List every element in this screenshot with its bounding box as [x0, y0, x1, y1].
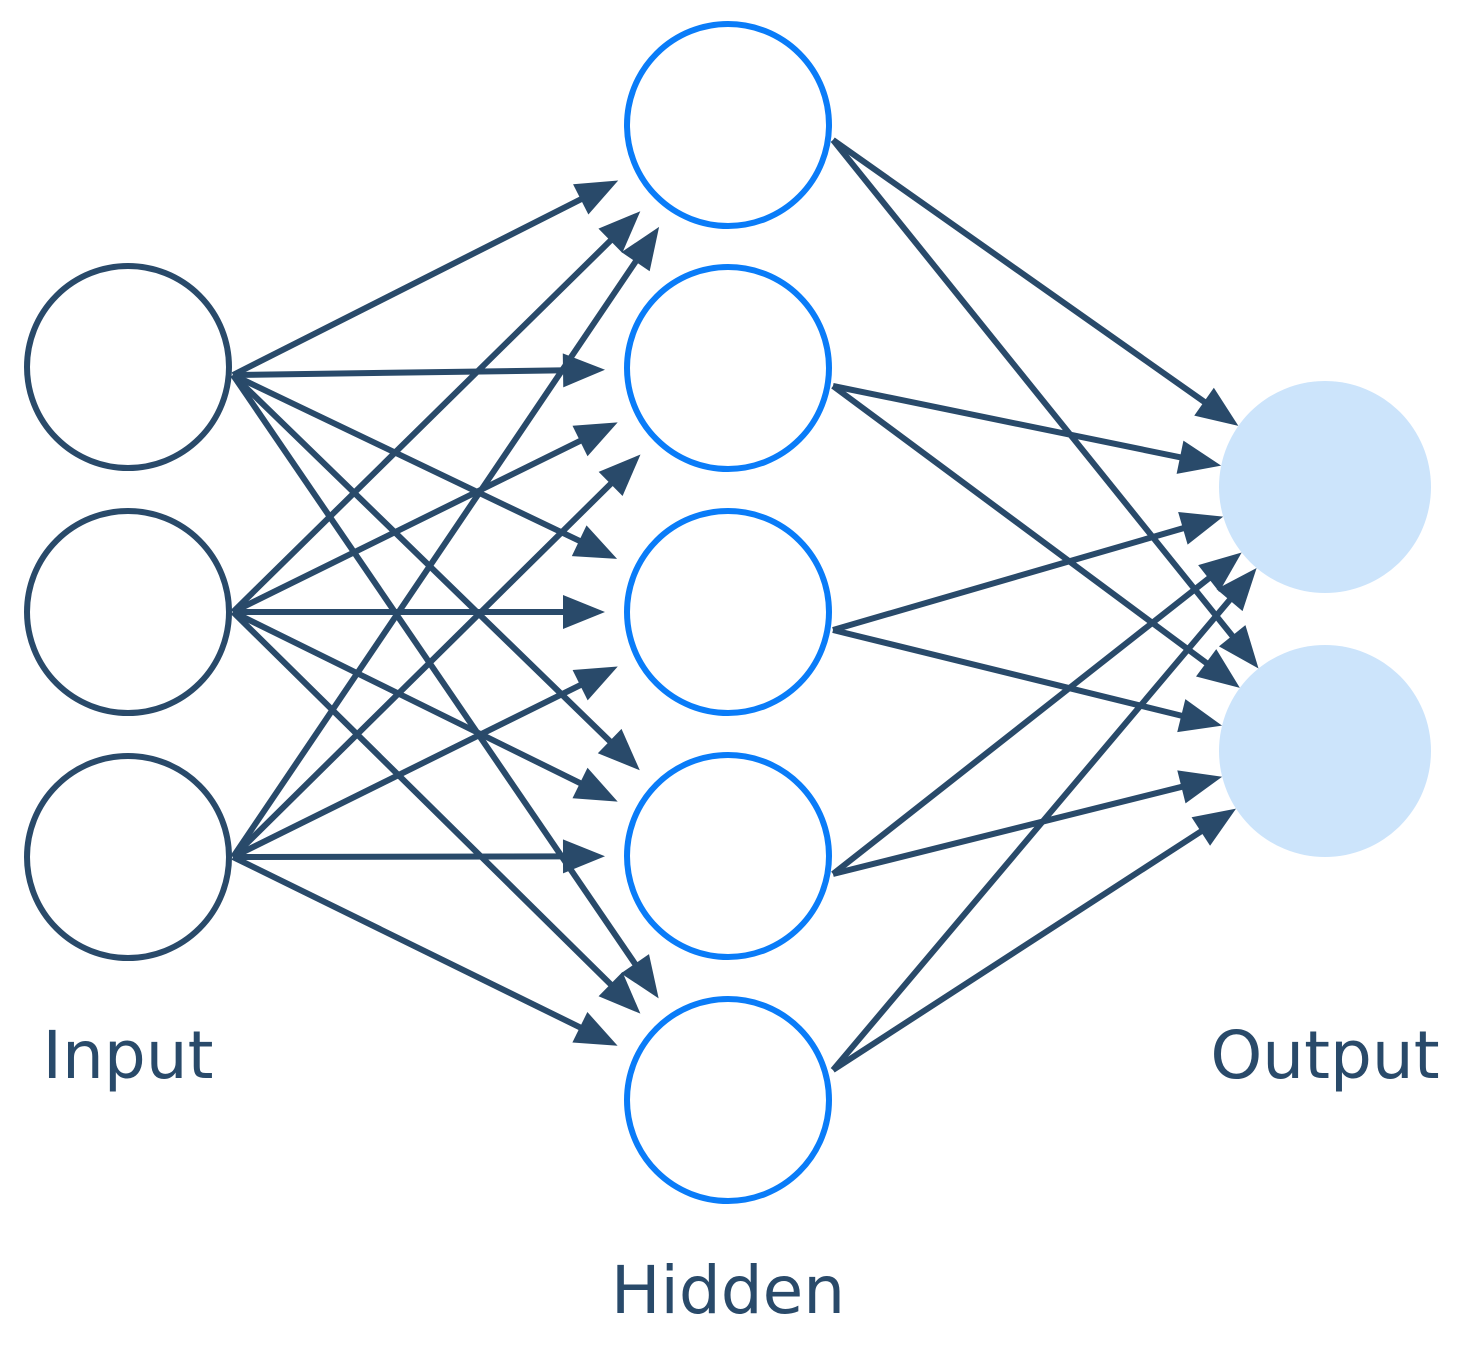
edge-input1-hidden5-arrowhead-icon [620, 954, 659, 999]
edge-input3-hidden3-line [231, 680, 586, 860]
hidden-node-3 [624, 508, 832, 716]
edge-input2-hidden1-line [230, 235, 616, 615]
hidden-node-2 [624, 264, 832, 472]
edge-input1-hidden1-line [231, 194, 586, 378]
edge-input2-hidden4-line [231, 609, 585, 788]
edge-input3-hidden4-line [232, 853, 568, 860]
edge-hidden5-output1-line [830, 595, 1235, 1072]
edge-hidden1-output2-line [830, 138, 1238, 641]
edge-input2-hidden5-arrowhead-icon [598, 972, 641, 1014]
input-node-2 [24, 508, 232, 716]
edge-hidden2-output2-arrowhead-icon [1196, 649, 1240, 688]
edge-hidden4-output2-arrowhead-icon [1177, 770, 1223, 804]
edge-input1-hidden4-line [230, 372, 615, 746]
hidden-node-4 [624, 752, 832, 960]
hidden-layer-label: Hidden [611, 1252, 845, 1329]
edge-hidden4-output1-line [831, 573, 1214, 877]
edge-hidden3-output1-line [832, 524, 1188, 633]
edges-group [230, 137, 1259, 1073]
edge-hidden4-output2-line [832, 783, 1187, 877]
edge-input3-hidden1-line [230, 256, 641, 859]
edge-input3-hidden5-arrowhead-icon [572, 1012, 618, 1046]
edge-hidden1-output2-arrowhead-icon [1218, 625, 1259, 669]
edge-hidden4-output1-arrowhead-icon [1198, 552, 1242, 592]
edge-hidden5-output2-line [831, 826, 1206, 1073]
edge-hidden5-output1-arrowhead-icon [1216, 568, 1257, 612]
edge-input3-hidden4-arrowhead-icon [562, 839, 606, 874]
edge-input1-hidden4-arrowhead-icon [597, 728, 640, 771]
edge-hidden2-output1-arrowhead-icon [1176, 440, 1222, 474]
edge-input1-hidden3-line [231, 372, 585, 546]
edge-input1-hidden2-line [232, 367, 568, 378]
edge-input3-hidden5-line [231, 854, 585, 1032]
edge-hidden3-output2-arrowhead-icon [1177, 699, 1223, 733]
edge-input1-hidden2-arrowhead-icon [562, 353, 606, 388]
edge-input2-hidden2-line [231, 436, 585, 615]
edge-input2-hidden3-arrowhead-icon [563, 595, 605, 629]
edge-hidden3-output1-arrowhead-icon [1178, 511, 1224, 545]
edge-input2-hidden5-line [230, 609, 616, 990]
input-layer-label: Input [43, 1017, 214, 1094]
edge-input2-hidden2-arrowhead-icon [572, 422, 618, 457]
input-node-1 [24, 263, 232, 471]
edge-input3-hidden1-arrowhead-icon [621, 226, 660, 272]
edge-input3-hidden2-arrowhead-icon [598, 454, 641, 497]
edge-input1-hidden3-arrowhead-icon [571, 525, 618, 559]
output-layer-label: Output [1210, 1017, 1439, 1094]
edge-input2-hidden4-arrowhead-icon [572, 767, 618, 802]
hidden-node-5 [624, 996, 832, 1204]
edge-hidden2-output1-line [832, 383, 1185, 461]
edge-input2-hidden1-arrowhead-icon [598, 211, 641, 253]
edge-hidden1-output1-arrowhead-icon [1194, 387, 1239, 426]
input-node-3 [24, 753, 232, 961]
edge-input1-hidden1-arrowhead-icon [573, 180, 619, 215]
edge-input3-hidden2-line [230, 479, 616, 860]
edge-input3-hidden3-arrowhead-icon [572, 666, 618, 701]
nodes-group [24, 21, 1431, 1204]
output-node-1 [1219, 381, 1431, 593]
output-node-2 [1219, 645, 1431, 857]
edge-hidden5-output2-arrowhead-icon [1191, 808, 1237, 846]
edge-hidden3-output2-line [832, 627, 1186, 720]
edge-hidden2-output2-line [831, 383, 1212, 668]
hidden-node-1 [624, 21, 832, 229]
edge-hidden1-output1-line [831, 137, 1210, 407]
